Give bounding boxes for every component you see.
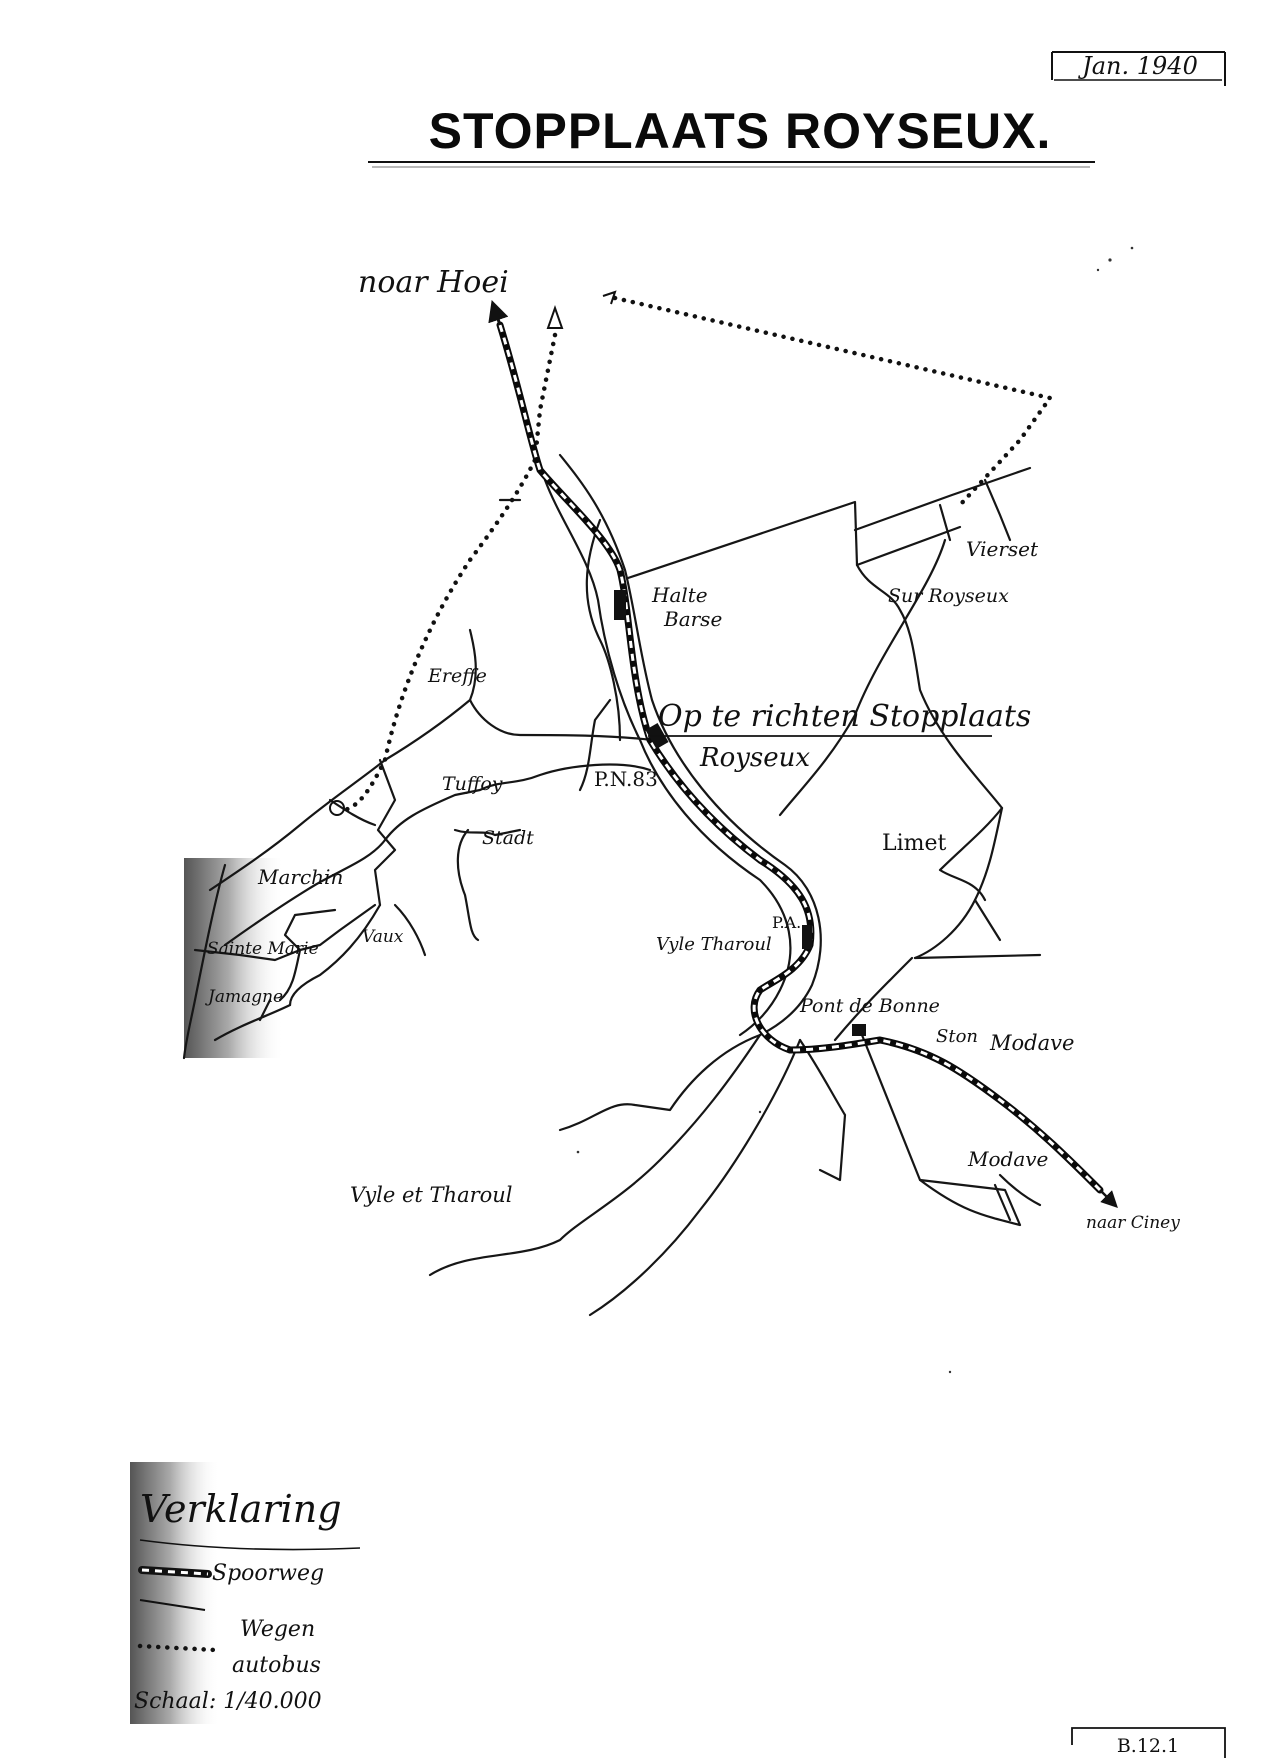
label-sur-royseux: Sur Royseux	[888, 585, 1009, 607]
halte-barse-marker	[614, 590, 626, 620]
date-stamp: Jan. 1940	[1051, 51, 1226, 86]
label-ereffe: Ereffe	[427, 665, 487, 687]
sheet-reference: B.12.1	[1071, 1727, 1226, 1758]
legend-autobus: autobus	[232, 1653, 321, 1678]
label-vaux: Vaux	[362, 927, 404, 947]
date-stamp-text: Jan. 1940	[1077, 52, 1198, 80]
label-pa: P.A.	[772, 913, 801, 932]
roads	[182, 453, 1042, 1317]
autobus-route	[329, 290, 1054, 816]
label-sainte-marie: Sainte Marie	[207, 939, 319, 959]
label-jamagne: Jamagne	[205, 987, 283, 1007]
label-pont-de-bonne: Pont de Bonne	[799, 995, 940, 1017]
label-vierset: Vierset	[966, 537, 1039, 561]
legend: Verklaring Spoorweg Wegen autobus Schaal…	[134, 1487, 361, 1714]
label-royseux: Royseux	[699, 743, 810, 773]
legend-autobus-sample	[137, 1643, 218, 1653]
label-op-te-richten-stopplaats: Op te richten Stopplaats	[658, 699, 1031, 734]
label-marchin: Marchin	[257, 865, 343, 889]
label-tuffoy: Tuffoy	[442, 773, 503, 795]
label-vyle-et-tharoul: Vyle et Tharoul	[350, 1183, 513, 1207]
label-modave-station: Modave	[989, 1031, 1074, 1055]
label-limet: Limet	[882, 831, 947, 856]
sheet-reference-text: B.12.1	[1117, 1735, 1179, 1757]
label-naar-ciney: naar Ciney	[1086, 1213, 1180, 1233]
legend-spoorweg: Spoorweg	[212, 1561, 324, 1586]
place-labels: noar Hoei Halte Barse Vierset Sur Royseu…	[205, 265, 1180, 1233]
modave-station-marker	[852, 1024, 866, 1036]
legend-heading: Verklaring	[140, 1487, 342, 1531]
marchin-bus-stop	[329, 800, 345, 816]
label-ston: Ston	[936, 1026, 978, 1047]
legend-wegen-sample	[139, 1599, 206, 1611]
legend-wegen: Wegen	[240, 1617, 315, 1642]
legend-schaal: Schaal: 1/40.000	[134, 1689, 322, 1714]
vyle-tharoul-marker	[802, 925, 812, 949]
scan-specks	[576, 246, 1134, 1374]
legend-edge-shading	[130, 1462, 220, 1724]
label-vyle-tharoul: Vyle Tharoul	[656, 934, 772, 955]
label-pn83: P.N.83	[594, 767, 658, 791]
label-barse: Barse	[663, 607, 722, 631]
label-modave: Modave	[967, 1147, 1048, 1171]
map-title: STOPPLAATS ROYSEUX.	[429, 103, 1052, 159]
label-halte: Halte	[651, 583, 708, 607]
label-stadt: Stadt	[482, 827, 534, 849]
label-noar-hoei: noar Hoei	[358, 265, 509, 300]
